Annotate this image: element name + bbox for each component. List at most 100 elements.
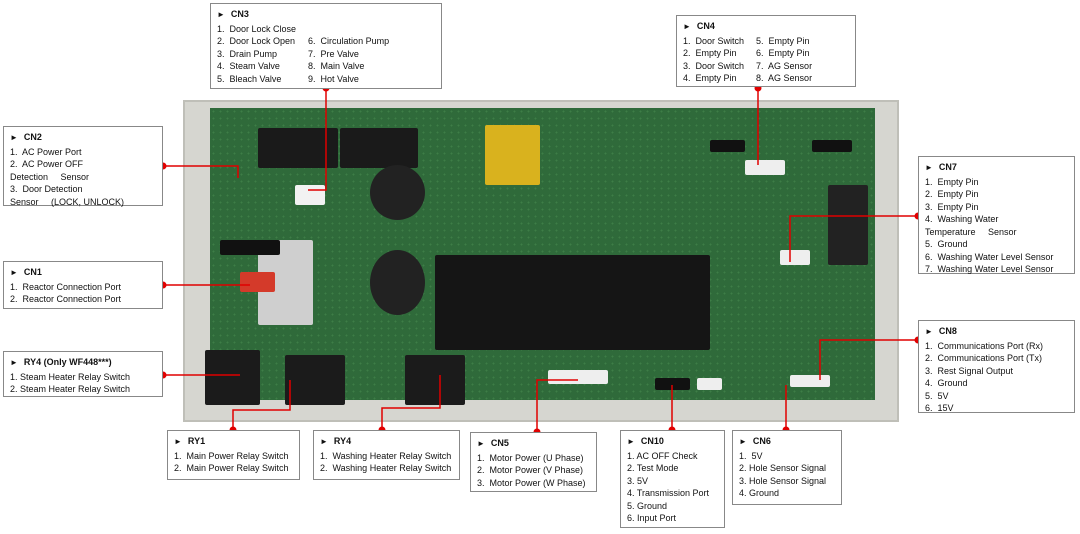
- pin-label: 2. AC Power OFF Detection Sensor: [10, 159, 90, 182]
- connector: [745, 160, 785, 175]
- pin-label: 5. Ground: [627, 500, 668, 511]
- pin-label: 4. Washing Water Temperature Sensor: [925, 214, 1017, 237]
- relay: [405, 355, 465, 405]
- pin-label: 2. Hole Sensor Signal: [739, 463, 827, 473]
- pin-label: 3. Drain Pump: [217, 48, 278, 59]
- pin-label: 1. Main Power Relay Switch: [174, 450, 289, 461]
- callout-title: CN7: [925, 161, 1068, 175]
- pin-label: 5. Empty Pin: [756, 35, 810, 46]
- callout-title: RY4 (Only WF448***): [10, 356, 156, 370]
- pin-label: 4. Empty Pin: [683, 73, 737, 83]
- connector: [780, 250, 810, 265]
- transformer: [485, 125, 540, 185]
- pin-label: 1. Door Switch: [683, 35, 745, 46]
- pin-label: 1. Communications Port (Rx): [925, 340, 1044, 351]
- pin-label: 7. Pre Valve: [308, 48, 359, 59]
- connector: [655, 378, 690, 390]
- capacitor: [370, 250, 425, 315]
- callout-title: CN6: [739, 435, 835, 449]
- callout-title: CN2: [10, 131, 156, 145]
- callout-ry4-only: RY4 (Only WF448***)1. Steam Heater Relay…: [3, 351, 163, 397]
- callout-line-cn7: [789, 215, 918, 262]
- pin-label: [308, 23, 389, 36]
- pin-label: 2. Empty Pin: [925, 189, 979, 199]
- callout-line-cn3: [308, 88, 327, 191]
- pin-label: 2. Main Power Relay Switch: [174, 463, 289, 473]
- callout-line-ry1: [232, 380, 291, 430]
- relay: [340, 128, 418, 168]
- relay: [285, 355, 345, 405]
- pin-label: 6. 15V: [925, 403, 954, 413]
- heatsink: [435, 255, 710, 350]
- pin-label: 4. Transmission Port: [627, 488, 710, 498]
- pin-label: 8. Main Valve: [308, 61, 365, 71]
- pin-label: 1. AC Power Port: [10, 146, 82, 157]
- connector: [697, 378, 722, 390]
- pin-label: 3. Rest Signal Output: [925, 365, 1014, 376]
- callout-title: CN8: [925, 325, 1068, 339]
- pin-label: 8. AG Sensor: [756, 73, 813, 83]
- pin-label: 5. Bleach Valve: [217, 73, 282, 84]
- callout-title: CN1: [10, 266, 156, 280]
- pin-label: 1. 5V: [739, 450, 763, 461]
- pin-label: 3. Motor Power (W Phase): [477, 477, 586, 488]
- pin-label: 3. Hole Sensor Signal: [739, 475, 827, 486]
- pin-label: 4. Ground: [925, 378, 968, 388]
- pin-label: 3. Empty Pin: [925, 201, 979, 212]
- pin-label: 9. Hot Valve: [308, 73, 359, 84]
- pin-label: 6. Empty Pin: [756, 48, 810, 58]
- pin-label: 2. Communications Port (Tx): [925, 353, 1043, 363]
- pin-label: 1. Reactor Connection Port: [10, 281, 122, 292]
- relay: [205, 350, 260, 405]
- pin-label: 2. Reactor Connection Port: [10, 294, 122, 304]
- pin-label: 5. Ground: [925, 239, 968, 249]
- connector: [710, 140, 745, 152]
- callout-line-cn5: [536, 379, 578, 432]
- pin-label: 6. Input Port: [627, 513, 677, 523]
- pin-label: 3. Door Switch: [683, 60, 745, 71]
- pin-label: 2. Steam Heater Relay Switch: [10, 384, 131, 394]
- callout-title: CN5: [477, 437, 590, 451]
- callout-line-cn8: [819, 339, 918, 380]
- pin-label: 1. Washing Heater Relay Switch: [320, 450, 452, 461]
- pin-label: 1. Steam Heater Relay Switch: [10, 371, 131, 382]
- connector: [812, 140, 852, 152]
- connector: [220, 240, 280, 255]
- pin-label: 2. Washing Heater Relay Switch: [320, 463, 452, 473]
- connector: [828, 185, 868, 265]
- relay: [258, 128, 338, 168]
- pin-label: 3. Door Detection Sensor (LOCK, UNLOCK): [10, 184, 125, 207]
- pin-label: 1. Motor Power (U Phase): [477, 452, 584, 463]
- pin-label: 2. Test Mode: [627, 463, 679, 473]
- pin-label: 6. Washing Water Level Sensor: [925, 251, 1054, 262]
- pin-label: 2. Motor Power (V Phase): [477, 465, 584, 475]
- pin-label: 7. Washing Water Level Sensor: [925, 264, 1054, 274]
- pin-label: 1. Door Lock Close: [217, 23, 297, 34]
- pin-label: 6. Circulation Pump: [308, 36, 390, 46]
- connector: [240, 272, 275, 292]
- callout-title: CN10: [627, 435, 718, 449]
- pin-label: 2. Empty Pin: [683, 48, 737, 58]
- pin-label: 1. AC OFF Check: [627, 450, 698, 461]
- pin-label: 1. Empty Pin: [925, 176, 979, 187]
- pin-label: 4. Ground: [739, 488, 780, 498]
- callout-title: RY1: [174, 435, 293, 449]
- callout-line-ry4: [381, 375, 441, 430]
- pin-label: 7. AG Sensor: [756, 60, 813, 71]
- callout-line-cn2: [163, 165, 239, 178]
- pin-label: 2. Door Lock Open: [217, 36, 296, 46]
- capacitor: [370, 165, 425, 220]
- callout-title: CN4: [683, 20, 849, 34]
